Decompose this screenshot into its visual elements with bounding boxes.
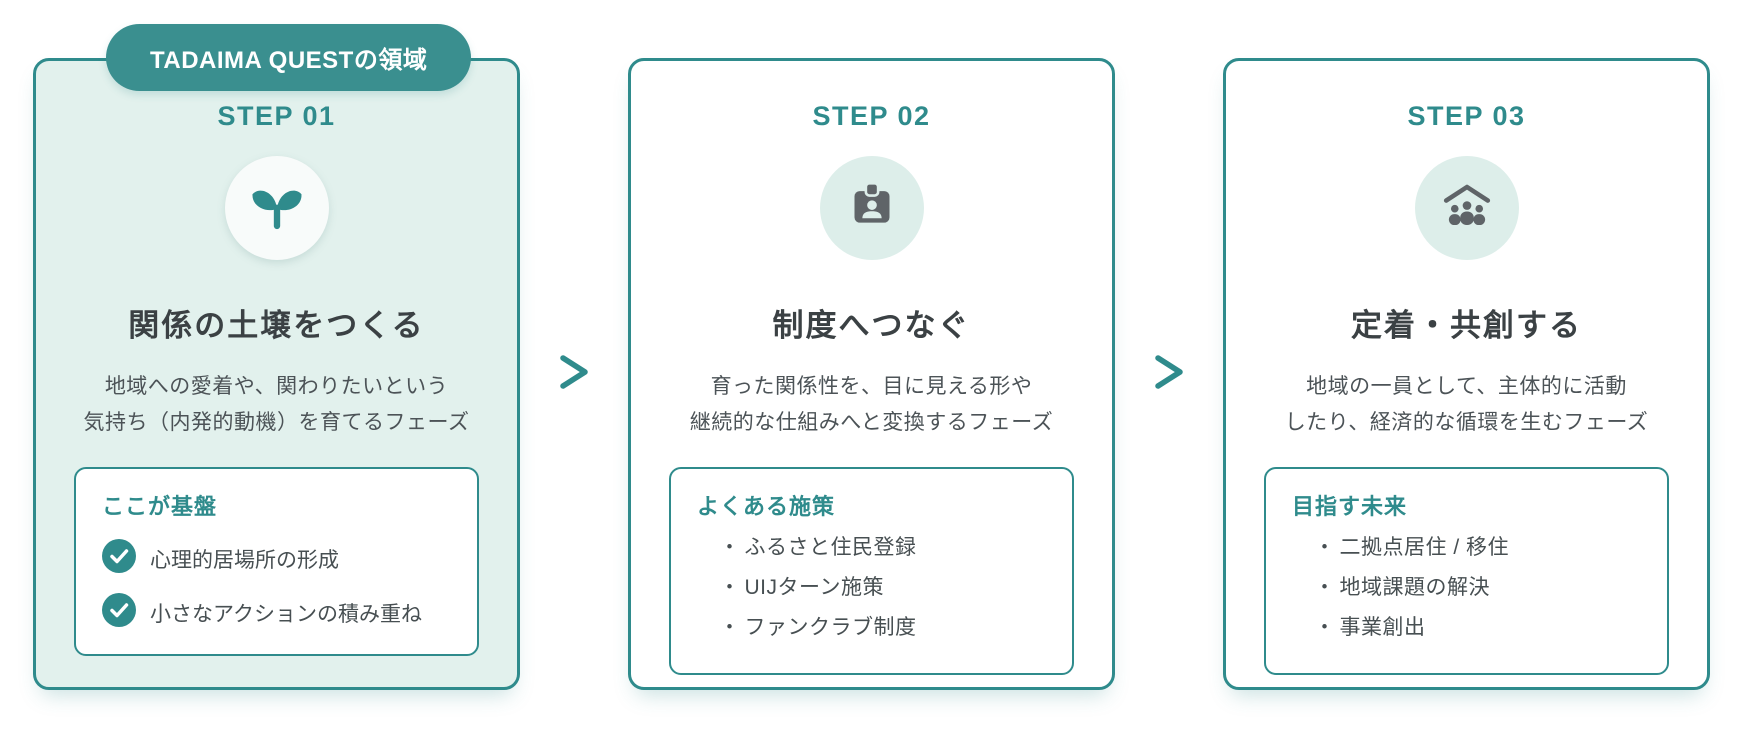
step-03-panel: 目指す未来 ・ 二拠点居住 / 移住 ・ 地域課題の解決 ・ 事業創出 bbox=[1264, 467, 1669, 676]
step-03-panel-heading: 目指す未来 bbox=[1292, 494, 1408, 520]
bullet-dot: ・ bbox=[1314, 616, 1336, 640]
step-01-panel-heading: ここが基盤 bbox=[102, 494, 218, 520]
list-item: ・ ふるさと住民登録 bbox=[719, 531, 1046, 561]
step-01-panel: ここが基盤 心理的居場所の形成 bbox=[74, 467, 479, 657]
step-01-panel-list: 心理的居場所の形成 小さなアクションの積み重ね bbox=[102, 539, 451, 632]
step-01-icon-circle bbox=[224, 156, 329, 260]
bullet-dot: ・ bbox=[1314, 576, 1336, 600]
check-circle-icon bbox=[102, 539, 136, 578]
list-item: ・ ファンクラブ制度 bbox=[719, 611, 1046, 641]
list-item: ・ 地域課題の解決 bbox=[1314, 571, 1641, 601]
step-01-label: STEP 01 bbox=[217, 101, 336, 131]
flow-arrow bbox=[520, 58, 628, 690]
bullet-dot: ・ bbox=[719, 616, 741, 640]
step-02-card: STEP 02 制度へつなぐ 育った関係性を、目に見える形や 継続的な仕組みへと… bbox=[628, 58, 1115, 690]
step-02-panel: よくある施策 ・ ふるさと住民登録 ・ UIJターン施策 ・ ファンクラブ制度 bbox=[669, 467, 1074, 676]
step-03-label: STEP 03 bbox=[1407, 101, 1526, 131]
bullet-dot: ・ bbox=[719, 536, 741, 560]
list-item: 心理的居場所の形成 bbox=[102, 539, 451, 578]
chevron-right-icon bbox=[1150, 351, 1188, 398]
step-03-icon-circle bbox=[1414, 156, 1519, 260]
list-item: ・ 事業創出 bbox=[1314, 611, 1641, 641]
step-03-description: 地域の一員として、主体的に活動 したり、経済的な循環を生むフェーズ bbox=[1284, 375, 1649, 435]
bullet-dot: ・ bbox=[1314, 536, 1336, 560]
flow-arrow bbox=[1115, 58, 1223, 690]
step-02-description: 育った関係性を、目に見える形や 継続的な仕組みへと変換するフェーズ bbox=[689, 375, 1054, 435]
tadaima-quest-badge: TADAIMA QUESTの領域 bbox=[106, 24, 472, 91]
house-people-icon bbox=[1438, 177, 1496, 240]
list-item: 小さなアクションの積み重ね bbox=[102, 593, 451, 632]
list-item: ・ UIJターン施策 bbox=[719, 571, 1046, 601]
check-circle-icon bbox=[102, 593, 136, 632]
step-02-panel-heading: よくある施策 bbox=[697, 494, 836, 520]
step-02-icon-circle bbox=[819, 156, 924, 260]
step-03-panel-list: ・ 二拠点居住 / 移住 ・ 地域課題の解決 ・ 事業創出 bbox=[1292, 531, 1641, 641]
sprout-icon bbox=[248, 177, 306, 240]
id-badge-icon bbox=[844, 178, 900, 239]
chevron-right-icon bbox=[555, 351, 593, 398]
bullet-dot: ・ bbox=[719, 576, 741, 600]
list-item: ・ 二拠点居住 / 移住 bbox=[1314, 531, 1641, 561]
step-02-panel-list: ・ ふるさと住民登録 ・ UIJターン施策 ・ ファンクラブ制度 bbox=[697, 531, 1046, 641]
step-01-description: 地域への愛着や、関わりたいという 気持ち（内発的動機）を育てるフェーズ bbox=[83, 375, 470, 435]
process-flow: TADAIMA QUESTの領域 STEP 01 関係の土壌をつくる 地域への愛… bbox=[33, 24, 1710, 690]
step-01-title: 関係の土壌をつくる bbox=[128, 308, 425, 343]
step-03-title: 定着・共創する bbox=[1351, 308, 1582, 343]
step-03-card: STEP 03 定着・共創する 地域の一員として、主体的に活動 したり、経済的な… bbox=[1223, 58, 1710, 690]
step-01-card: TADAIMA QUESTの領域 STEP 01 関係の土壌をつくる 地域への愛… bbox=[33, 24, 520, 690]
step-02-label: STEP 02 bbox=[812, 101, 931, 131]
step-02-title: 制度へつなぐ bbox=[772, 308, 971, 343]
